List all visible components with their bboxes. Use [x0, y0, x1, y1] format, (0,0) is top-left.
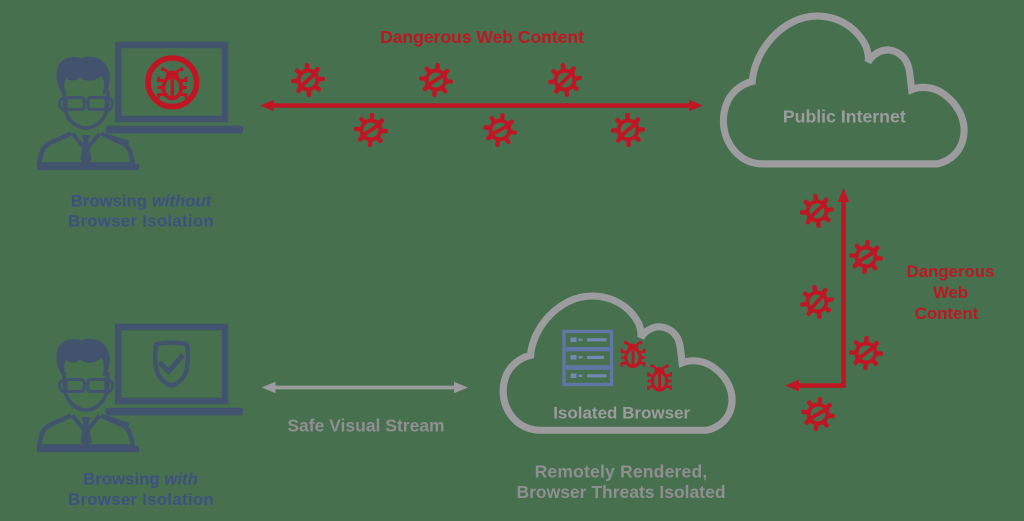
svg-text:Browsing without: Browsing without — [71, 192, 213, 211]
svg-text:Browser Isolation: Browser Isolation — [68, 490, 214, 509]
svg-text:Isolated Browser: Isolated Browser — [553, 404, 690, 423]
svg-text:Dangerous: Dangerous — [907, 262, 995, 281]
svg-text:Browser Threats Isolated: Browser Threats Isolated — [516, 482, 725, 502]
svg-text:Browser Isolation: Browser Isolation — [68, 211, 214, 230]
svg-text:Remotely Rendered,: Remotely Rendered, — [535, 462, 708, 482]
svg-text:Public Internet: Public Internet — [783, 107, 906, 127]
svg-text:Browsing with: Browsing with — [83, 469, 198, 488]
svg-text:Dangerous Web Content: Dangerous Web Content — [380, 27, 584, 47]
svg-text:Safe Visual Stream: Safe Visual Stream — [287, 416, 444, 436]
svg-text:Content: Content — [915, 304, 979, 323]
svg-text:Web: Web — [933, 283, 968, 302]
